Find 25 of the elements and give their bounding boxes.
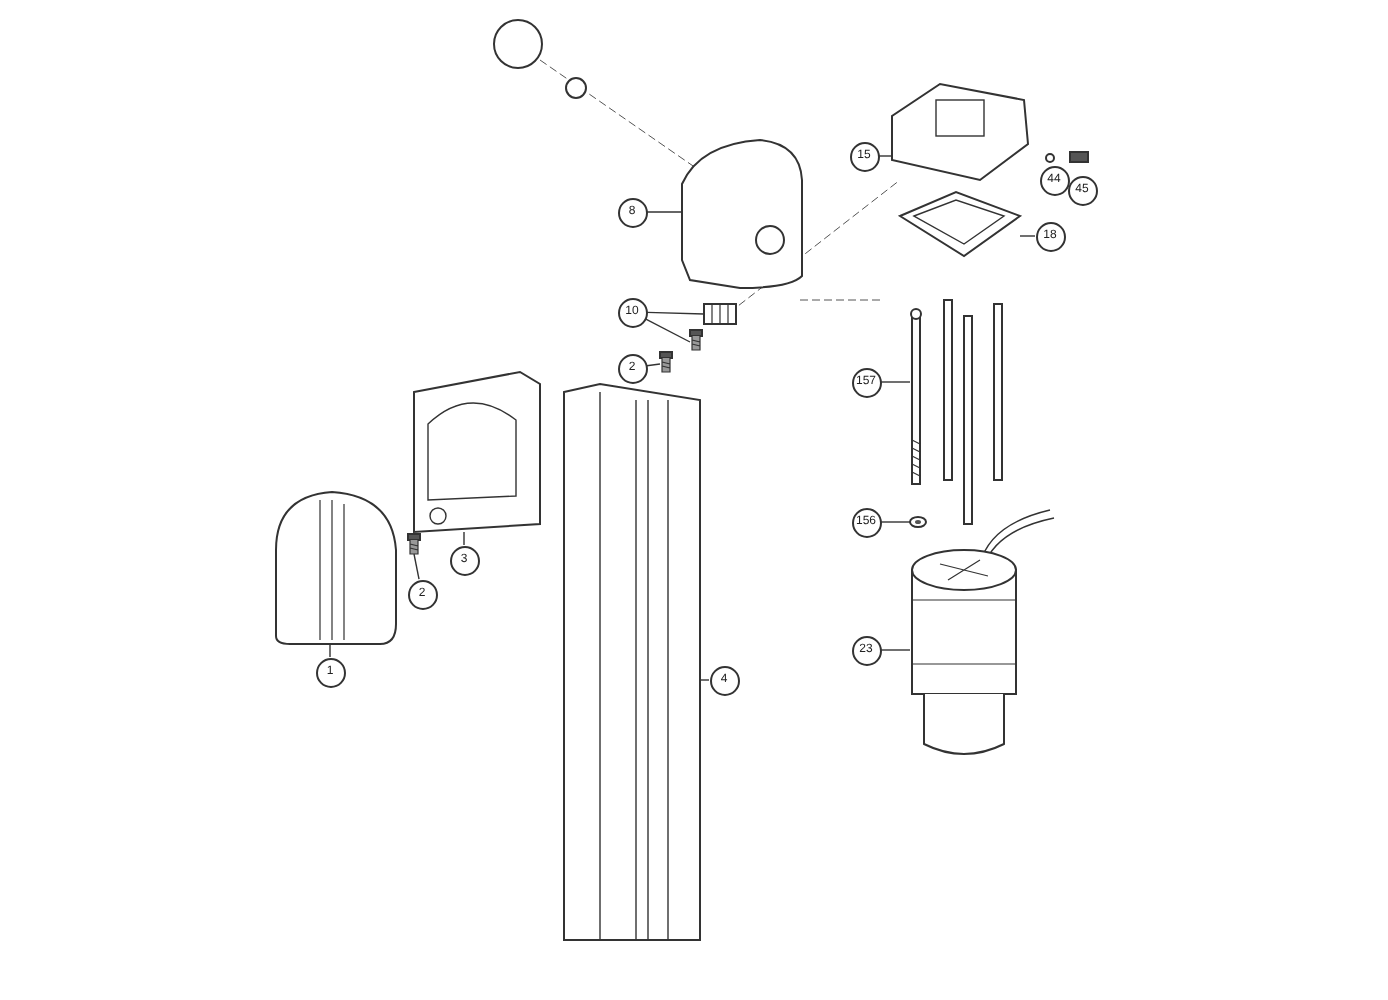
leader-line — [880, 521, 911, 523]
part-drawing — [897, 190, 1023, 258]
part-drawing — [910, 308, 922, 485]
part-drawing — [275, 491, 397, 645]
leader-line — [878, 155, 893, 157]
leader-line — [644, 318, 691, 343]
leader-line — [329, 643, 331, 658]
leader-line — [646, 211, 683, 213]
part-drawing — [413, 370, 541, 534]
part-drawing — [659, 351, 673, 373]
part-drawing — [911, 549, 1017, 755]
leader-line — [646, 311, 705, 315]
part-drawing — [689, 329, 703, 351]
part-drawing — [563, 383, 701, 941]
leader-line — [699, 679, 710, 681]
part-drawing — [407, 533, 421, 555]
leader-line — [413, 553, 420, 580]
part-drawing — [909, 516, 927, 528]
leader-line — [880, 381, 911, 383]
leader-line — [463, 531, 465, 546]
part-drawing — [681, 139, 803, 289]
leader-line — [1019, 235, 1036, 237]
part-drawing — [703, 303, 737, 325]
leader-line — [880, 649, 911, 651]
part-drawing — [891, 82, 1030, 182]
